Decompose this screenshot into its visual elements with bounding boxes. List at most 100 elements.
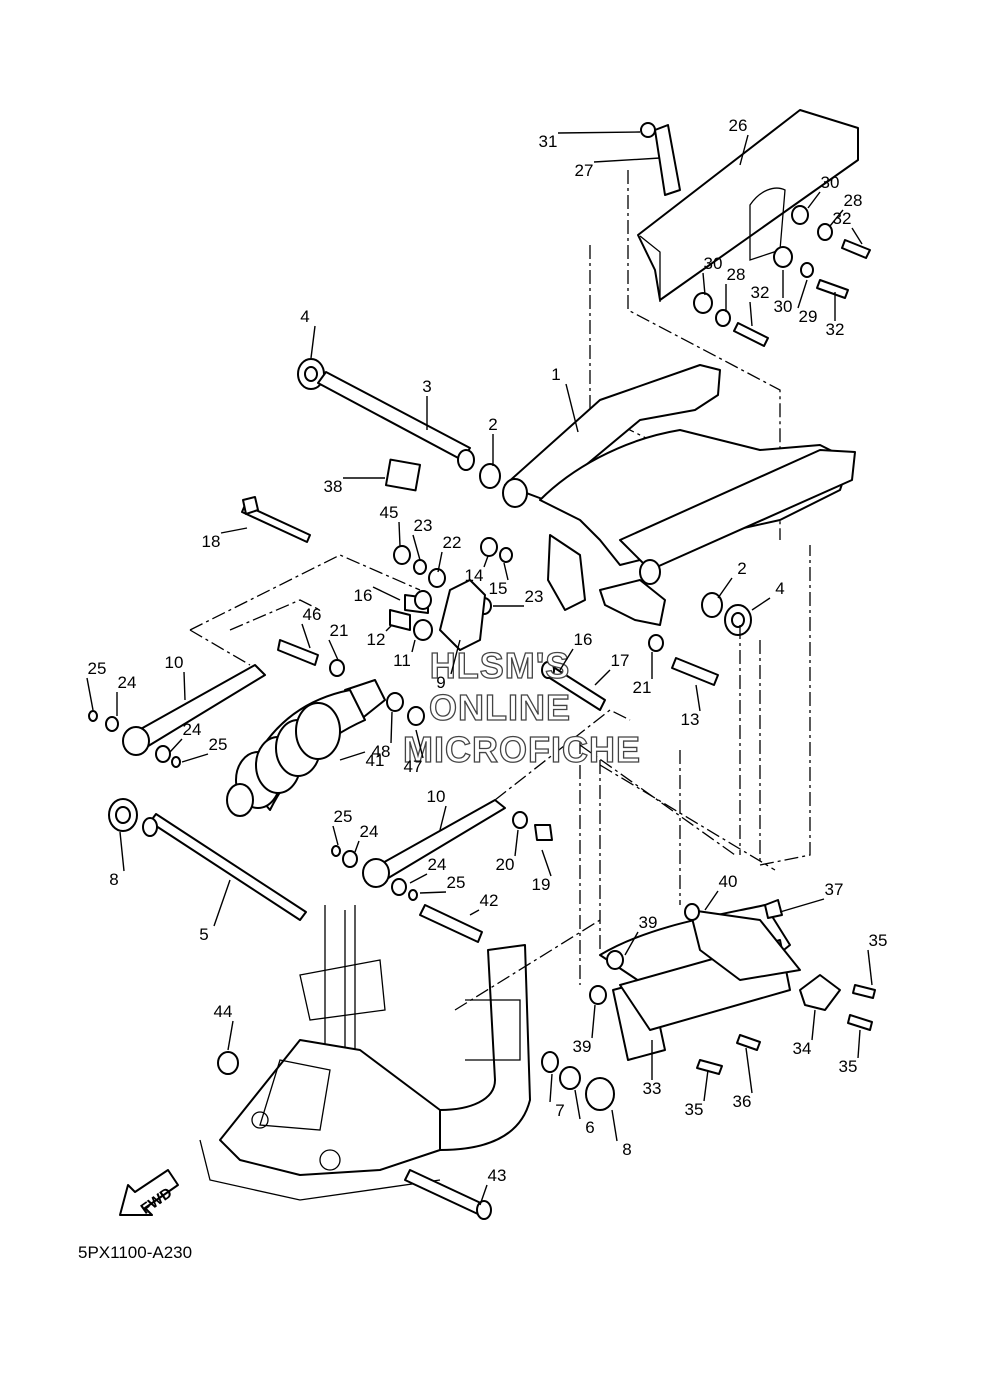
leader-line-c39b bbox=[591, 1004, 596, 1039]
leader-line-c34 bbox=[811, 1009, 816, 1041]
callout-c44: 44 bbox=[214, 1002, 233, 1021]
callout-c25d: 25 bbox=[447, 873, 466, 892]
callout-c6: 6 bbox=[585, 1118, 594, 1137]
callout-c21a: 21 bbox=[330, 621, 349, 640]
leader-line-c26 bbox=[739, 134, 749, 166]
leader-line-c5 bbox=[213, 879, 231, 927]
callout-c4b: 4 bbox=[775, 579, 784, 598]
callout-c42: 42 bbox=[480, 891, 499, 910]
diagram-code: 5PX1100-A230 bbox=[78, 1243, 192, 1262]
callout-c35a: 35 bbox=[869, 931, 888, 950]
leader-line-c39a bbox=[624, 931, 639, 956]
callout-c32a: 32 bbox=[833, 209, 852, 228]
callout-c25a: 25 bbox=[88, 659, 107, 678]
leader-line-c6 bbox=[574, 1089, 581, 1120]
leader-line-c27 bbox=[593, 157, 661, 163]
leader-line-c13 bbox=[695, 684, 701, 712]
fwd-arrow: FWD bbox=[119, 1169, 179, 1218]
leader-line-c7 bbox=[549, 1073, 553, 1103]
leader-line-c35b bbox=[857, 1029, 861, 1059]
callout-c30c: 30 bbox=[774, 297, 793, 316]
callout-c10a: 10 bbox=[165, 653, 184, 672]
assembly-lines bbox=[189, 545, 811, 1011]
callout-c40: 40 bbox=[719, 872, 738, 891]
leader-line-c1 bbox=[565, 383, 579, 433]
callout-c9: 9 bbox=[436, 673, 445, 692]
callout-c30b: 30 bbox=[704, 254, 723, 273]
leader-line-c29 bbox=[797, 279, 808, 309]
callout-c32b: 32 bbox=[751, 283, 770, 302]
leader-line-c10b bbox=[439, 805, 447, 831]
callout-c30a: 30 bbox=[821, 173, 840, 192]
callout-c24a: 24 bbox=[118, 673, 137, 692]
leader-line-c21a bbox=[328, 639, 339, 661]
callout-c31: 31 bbox=[539, 132, 558, 151]
leader-line-c30b bbox=[702, 272, 706, 296]
callout-c29: 29 bbox=[799, 307, 818, 326]
leader-line-c46 bbox=[301, 623, 311, 649]
frame bbox=[199, 905, 615, 1220]
callout-c12: 12 bbox=[367, 630, 386, 649]
callout-c47: 47 bbox=[404, 757, 423, 776]
callout-c41: 41 bbox=[366, 751, 385, 770]
callout-c24b: 24 bbox=[183, 720, 202, 739]
leader-line-c47 bbox=[415, 729, 424, 759]
leader-line-c8a bbox=[119, 831, 125, 872]
callout-c25c: 25 bbox=[334, 807, 353, 826]
leader-line-c25d bbox=[419, 891, 447, 894]
leader-line-c23a bbox=[412, 534, 421, 561]
leader-line-c8b bbox=[611, 1109, 618, 1142]
linkage-bushings bbox=[241, 496, 719, 726]
leader-line-c30a bbox=[807, 191, 821, 209]
rear-shock bbox=[226, 679, 386, 817]
callout-labels: 1223445678891010111213141516161718192021… bbox=[88, 116, 888, 1185]
chain-case-fasteners bbox=[640, 122, 871, 347]
leader-line-c45 bbox=[398, 521, 401, 547]
callout-c16a: 16 bbox=[354, 586, 373, 605]
watermark-line-2: ONLINE bbox=[429, 687, 571, 728]
callout-c36: 36 bbox=[733, 1092, 752, 1111]
callout-c13: 13 bbox=[681, 710, 700, 729]
callout-c28a: 28 bbox=[844, 191, 863, 210]
callout-c28b: 28 bbox=[727, 265, 746, 284]
callout-c23a: 23 bbox=[414, 516, 433, 535]
leader-line-c25a bbox=[86, 677, 94, 711]
swingarm bbox=[502, 364, 856, 626]
leader-line-c17 bbox=[594, 669, 611, 686]
pivot-shaft-assembly bbox=[297, 358, 752, 636]
callout-c24c: 24 bbox=[360, 822, 379, 841]
callout-c46: 46 bbox=[303, 605, 322, 624]
callout-c20: 20 bbox=[496, 855, 515, 874]
callout-c35c: 35 bbox=[685, 1100, 704, 1119]
watermark: HLSM'S ONLINE MICROFICHE bbox=[402, 644, 640, 770]
callout-c21b: 21 bbox=[633, 678, 652, 697]
callout-c8b: 8 bbox=[622, 1140, 631, 1159]
leader-line-c24c bbox=[354, 840, 360, 853]
callout-c18: 18 bbox=[202, 532, 221, 551]
callout-c16b: 16 bbox=[574, 630, 593, 649]
callout-c43: 43 bbox=[488, 1166, 507, 1185]
leader-line-c22 bbox=[437, 551, 443, 573]
callout-c39b: 39 bbox=[573, 1037, 592, 1056]
leader-line-c20 bbox=[514, 829, 519, 857]
relay-shaft bbox=[108, 798, 483, 943]
callout-c27: 27 bbox=[575, 161, 594, 180]
leader-line-c42 bbox=[469, 909, 480, 916]
leader-line-c35c bbox=[703, 1069, 709, 1102]
callout-c15: 15 bbox=[489, 579, 508, 598]
callout-c33: 33 bbox=[643, 1079, 662, 1098]
leader-line-c31 bbox=[557, 131, 641, 134]
callout-c39a: 39 bbox=[639, 913, 658, 932]
chain-case bbox=[589, 109, 859, 540]
leader-line-c9 bbox=[450, 639, 461, 675]
connecting-arms bbox=[88, 664, 553, 901]
leader-line-c48 bbox=[390, 711, 393, 744]
leader-line-c18 bbox=[220, 527, 248, 534]
leader-line-c25b bbox=[181, 753, 209, 763]
leader-line-c44 bbox=[227, 1020, 234, 1051]
callout-c11: 11 bbox=[393, 651, 411, 670]
chain-guard bbox=[589, 899, 876, 1075]
callout-c37: 37 bbox=[825, 880, 844, 899]
callout-c3: 3 bbox=[422, 377, 431, 396]
